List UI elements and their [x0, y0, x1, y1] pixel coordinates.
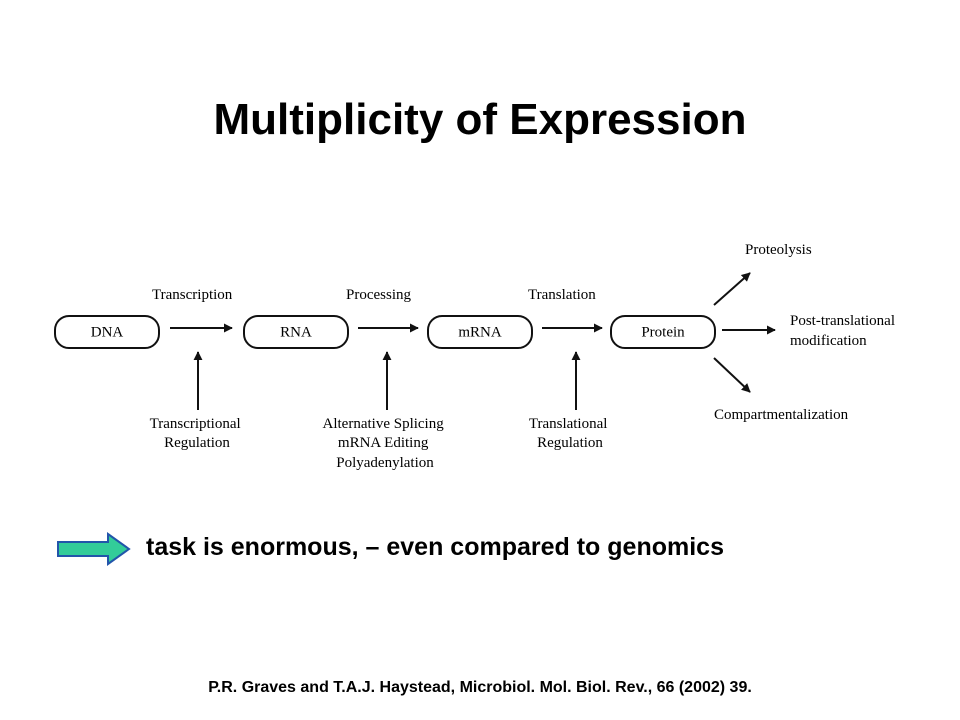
slide-title: Multiplicity of Expression [213, 95, 747, 144]
node-protein: Protein [610, 315, 716, 349]
callout-text: task is enormous, – even compared to gen… [146, 533, 724, 561]
label-translation: Translation [528, 287, 596, 303]
label-proteolysis: Proteolysis [745, 242, 812, 258]
label-processing: Processing [346, 287, 411, 303]
node-rna-label: RNA [280, 324, 312, 340]
label-post-translational: Post-translational modification [790, 313, 899, 349]
node-mrna-label: mRNA [458, 324, 502, 340]
label-processing-regulation: Alternative Splicing mRNA Editing Polyad… [323, 416, 448, 471]
arrow-proteolysis [713, 272, 751, 306]
label-compartmentalization: Compartmentalization [714, 407, 849, 423]
label-translational-regulation: Translational Regulation [529, 416, 611, 451]
arrow-compartmentalization [713, 357, 751, 393]
node-dna-label: DNA [91, 324, 124, 340]
node-mrna: mRNA [427, 315, 533, 349]
callout-arrow-icon [57, 532, 131, 566]
node-dna: DNA [54, 315, 160, 349]
label-transcription: Transcription [152, 287, 233, 303]
node-rna: RNA [243, 315, 349, 349]
node-protein-label: Protein [641, 324, 685, 340]
label-transcriptional-regulation: Transcriptional Regulation [150, 416, 245, 451]
citation: P.R. Graves and T.A.J. Haystead, Microbi… [208, 679, 752, 696]
